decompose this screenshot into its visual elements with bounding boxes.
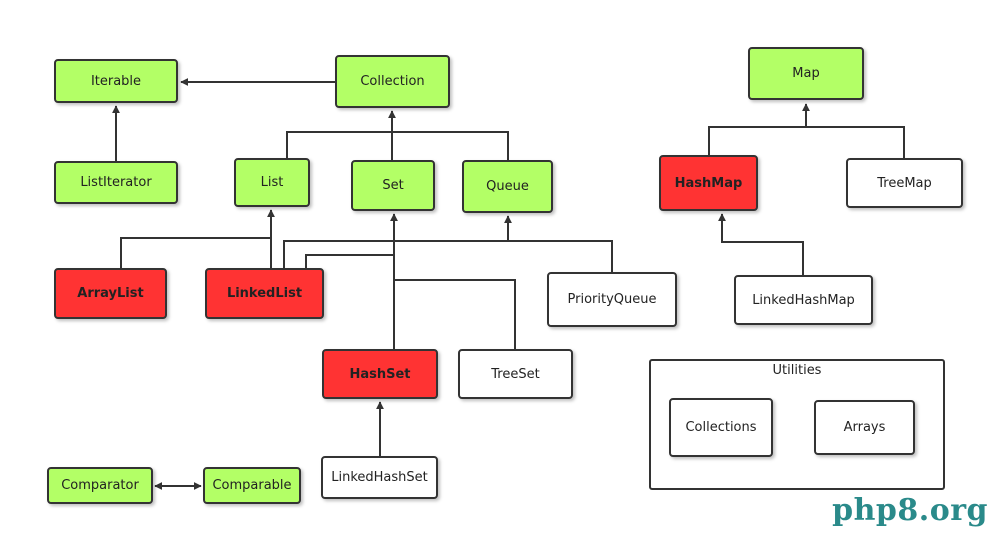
- edge-arraylist-list: [120, 237, 271, 268]
- edge-treeset-set: [394, 279, 516, 349]
- node-iterable: Iterable: [54, 59, 178, 103]
- node-set: Set: [351, 160, 435, 211]
- node-linked-hashset: LinkedHashSet: [321, 456, 438, 499]
- node-linkedlist: LinkedList: [205, 268, 324, 319]
- node-list: List: [234, 158, 310, 207]
- edge-maps-map: [708, 126, 905, 158]
- edge-list-collection: [286, 131, 509, 160]
- node-arraylist: ArrayList: [54, 268, 167, 319]
- edge-linkedlist-set: [305, 254, 394, 268]
- edge-priorityqueue-queue: [508, 240, 613, 272]
- node-list-iterator: ListIterator: [54, 161, 178, 204]
- utility-arrays: Arrays: [814, 400, 915, 455]
- utilities-title: Utilities: [772, 363, 822, 378]
- node-priority-queue: PriorityQueue: [547, 272, 677, 327]
- node-collection: Collection: [335, 55, 450, 108]
- node-hashmap: HashMap: [659, 155, 758, 211]
- node-comparable: Comparable: [203, 467, 301, 504]
- node-treemap: TreeMap: [846, 158, 963, 208]
- edge-linkedlist-queue: [283, 215, 512, 268]
- node-treeset: TreeSet: [458, 349, 573, 399]
- node-map: Map: [748, 47, 864, 100]
- node-queue: Queue: [462, 160, 553, 213]
- node-comparator: Comparator: [47, 467, 153, 504]
- node-hashset: HashSet: [322, 349, 438, 399]
- watermark-logo: php8.org: [832, 493, 988, 528]
- node-linked-hashmap: LinkedHashMap: [734, 275, 873, 325]
- edge-linkedhashmap-hashmap: [718, 213, 804, 275]
- utility-collections: Collections: [669, 398, 773, 457]
